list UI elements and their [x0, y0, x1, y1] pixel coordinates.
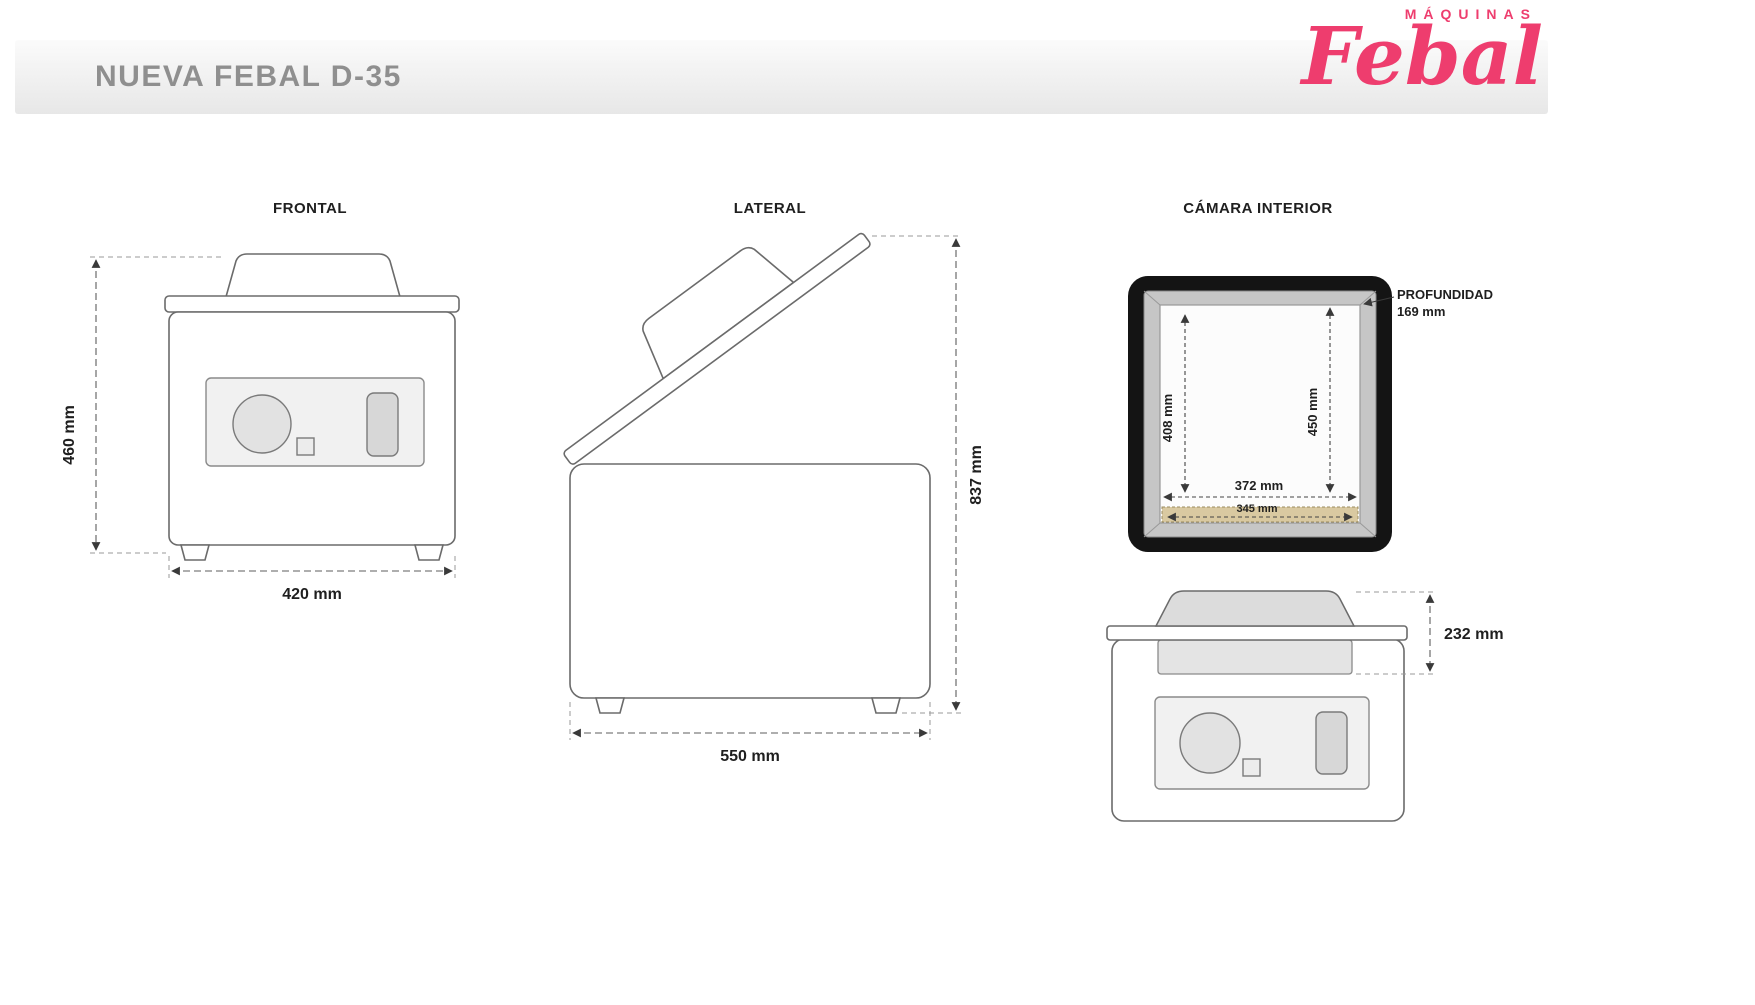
lateral-body — [569, 463, 931, 699]
frontal-width-label: 420 mm — [282, 586, 342, 603]
camara-title: CÁMARA INTERIOR — [1183, 200, 1332, 217]
lateral-height-label: 837 mm — [968, 445, 985, 505]
lateral-lid-dome — [642, 246, 795, 380]
camara-view: 408 mm 450 mm 372 mm 345 mm PROFUNDIDAD … — [1128, 276, 1493, 552]
control-switch-icon — [1315, 711, 1348, 775]
chamber-bevel — [1143, 522, 1161, 538]
seal-345-label: 345 mm — [1237, 503, 1278, 515]
rear-lid-plate — [1106, 625, 1408, 641]
lateral-view: 837 mm 550 mm — [563, 232, 985, 765]
rear-lid-dome — [1154, 590, 1356, 627]
rear-view: 232 mm — [1106, 590, 1504, 822]
frontal-lid-dome — [223, 253, 403, 305]
frontal-foot-left — [179, 544, 211, 561]
chamber-372-label: 372 mm — [1235, 478, 1283, 493]
frontal-height-label: 460 mm — [61, 405, 78, 465]
rear-lid-block — [1157, 639, 1353, 675]
chamber-408-label: 408 mm — [1160, 394, 1175, 442]
chamber-bevel — [1143, 290, 1161, 306]
profundidad-value: 169 mm — [1397, 304, 1445, 319]
lateral-open-lid — [563, 232, 871, 465]
lateral-foot-right — [870, 697, 902, 714]
vacuum-gauge-icon — [1179, 712, 1241, 774]
page-title: NUEVA FEBAL D-35 — [95, 60, 402, 93]
frontal-view: 460 mm 420 mm — [61, 253, 460, 603]
profundidad-arrow — [1363, 296, 1395, 307]
chamber-450-label: 450 mm — [1305, 388, 1320, 436]
frontal-title: FRONTAL — [273, 200, 347, 217]
lateral-title: LATERAL — [734, 200, 806, 217]
control-switch-icon — [366, 392, 399, 457]
frontal-lid-plate — [164, 295, 460, 313]
lateral-depth-label: 550 mm — [720, 748, 780, 765]
profundidad-label: PROFUNDIDAD — [1397, 287, 1493, 302]
brand-logo: MÁQUINAS Febal — [1301, 6, 1543, 103]
chamber-bevel — [1359, 522, 1377, 538]
brand-name: Febal — [1301, 9, 1543, 103]
lateral-foot-left — [594, 697, 626, 714]
header-bar: NUEVA FEBAL D-35 — [15, 40, 1548, 114]
lid-height-label: 232 mm — [1444, 626, 1504, 643]
lateral-lid-plate — [563, 232, 871, 465]
power-button-icon — [296, 437, 315, 456]
power-button-icon — [1242, 758, 1261, 777]
frontal-foot-right — [413, 544, 445, 561]
brand-tagline: MÁQUINAS — [1404, 6, 1537, 22]
vacuum-gauge-icon — [232, 394, 292, 454]
